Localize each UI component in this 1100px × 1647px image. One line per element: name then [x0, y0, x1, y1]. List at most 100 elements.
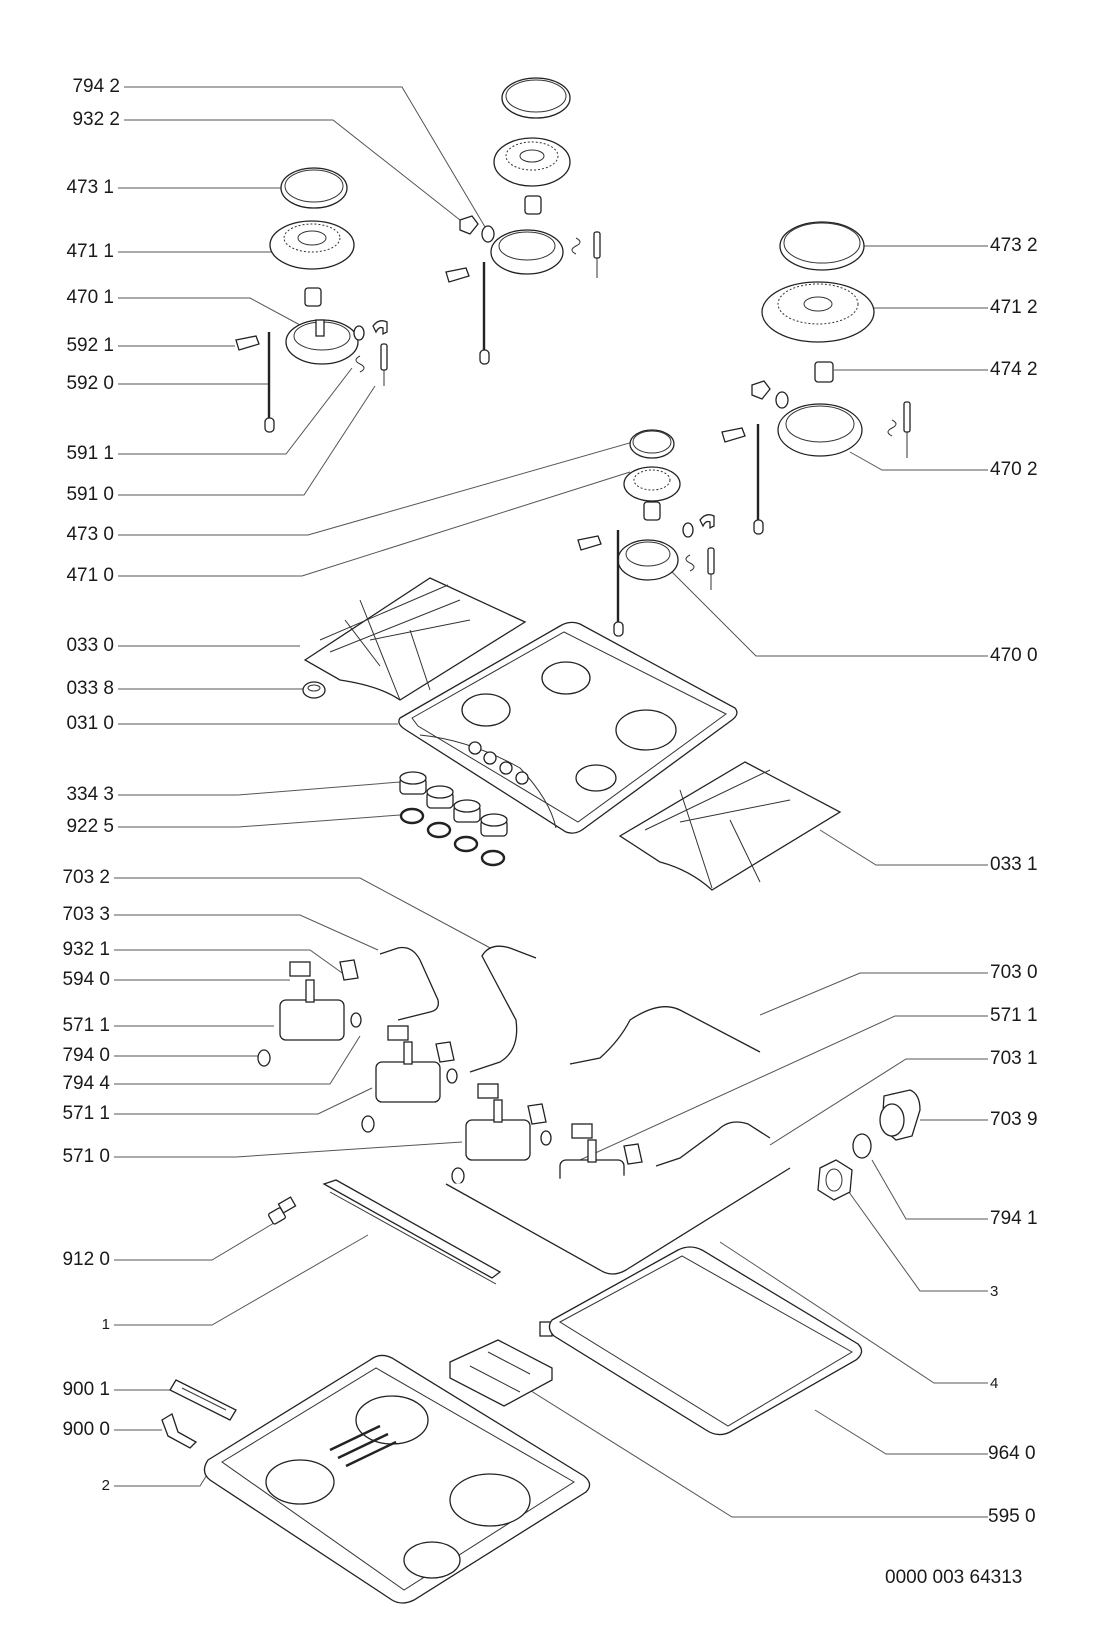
label-912-0: 912 0: [62, 1249, 110, 1270]
leader-lines: [114, 86, 988, 1518]
leader-470-0: [659, 559, 988, 657]
seal-964-0: [548, 1246, 863, 1436]
burner-cap-473-1: [280, 167, 348, 209]
leader-473-0: [118, 439, 641, 536]
nut-3: [817, 1159, 853, 1201]
leader-471-0: [118, 471, 631, 577]
leader-932-2: [124, 119, 461, 221]
label-900-1: 900 1: [62, 1379, 110, 1400]
leader-703-2: [114, 877, 495, 951]
label-703-0: 703 0: [990, 962, 1038, 983]
label-703-1: 703 1: [990, 1048, 1038, 1069]
label-471-2: 471 2: [990, 297, 1038, 318]
leader-470-1: [118, 297, 301, 326]
burner-head-471-2: [761, 281, 875, 343]
leader-595-0: [519, 1383, 988, 1518]
label-4: 4: [990, 1375, 999, 1392]
knob-hole-2: [483, 751, 497, 765]
burner-base-top: [490, 229, 564, 275]
base-tray-2: [203, 1354, 591, 1604]
label-595-0: 595 0: [988, 1506, 1036, 1527]
label-473-0: 473 0: [66, 524, 114, 545]
label-033-1: 033 1: [990, 854, 1038, 875]
leader-932-1: [114, 949, 346, 976]
label-932-1: 932 1: [62, 939, 110, 960]
burner-assembly-0: [577, 429, 715, 637]
leader-033-1: [819, 829, 988, 866]
clip-592-1: [235, 335, 260, 351]
pan-support-033-1: [618, 761, 842, 891]
label-471-1: 471 1: [66, 241, 114, 262]
tray-burner-pocket-1: [265, 1459, 335, 1505]
ignition-plug-591-0: [380, 343, 388, 371]
label-473-2: 473 2: [990, 235, 1038, 256]
label-571-1a: 571 1: [62, 1015, 110, 1036]
label-571-1b: 571 1: [62, 1103, 110, 1124]
burner-assembly-3: [445, 77, 601, 365]
burner-cap-top: [501, 77, 571, 119]
injector-474-0: [643, 501, 661, 521]
leader-703-1: [769, 1058, 988, 1146]
oring-burner-2: [775, 391, 789, 409]
ignition-module-595-0: [449, 1321, 553, 1407]
leader-4: [719, 1241, 988, 1384]
clip-burner-1: [372, 320, 388, 336]
spring-burner-2: [887, 419, 897, 437]
hob-burner-hole-3: [615, 709, 677, 751]
rubber-foot-033-8: [302, 681, 326, 699]
knob-hole-1: [468, 741, 482, 755]
leader-3: [845, 1187, 988, 1292]
pipe-703-3: [379, 946, 439, 1021]
label-794-4: 794 4: [62, 1073, 110, 1094]
gas-pipes: [379, 945, 791, 1275]
label-794-0: 794 0: [62, 1045, 110, 1066]
tray-burner-pocket-4: [403, 1541, 461, 1579]
label-964-0: 964 0: [988, 1443, 1036, 1464]
label-033-8: 033 8: [66, 678, 114, 699]
leader-703-3: [114, 914, 379, 951]
gas-tap-571-1-upper: [257, 959, 362, 1067]
label-3: 3: [990, 1283, 999, 1300]
leader-1: [114, 1234, 369, 1326]
hob-burner-hole-2: [541, 661, 591, 695]
label-703-3: 703 3: [62, 904, 110, 925]
label-1: 1: [101, 1316, 110, 1333]
burner-head-471-0: [623, 466, 681, 502]
tray-burner-pocket-3: [449, 1473, 531, 1527]
screw-912-0: [268, 1196, 297, 1225]
label-031-0: 031 0: [66, 713, 114, 734]
burner-cap-473-2: [779, 221, 865, 271]
label-703-9: 703 9: [990, 1109, 1038, 1130]
leader-964-0: [814, 1409, 988, 1455]
injector-474-1: [304, 287, 322, 307]
leader-571-0: [114, 1141, 463, 1158]
injector-top: [524, 195, 542, 215]
hob-burner-hole-4: [575, 764, 617, 792]
label-2: 2: [101, 1477, 110, 1494]
pipe-703-1: [655, 1121, 771, 1167]
knob-bezels-922-5: [399, 807, 506, 867]
knob-hole-3: [499, 761, 513, 775]
leader-2: [114, 1469, 211, 1487]
leader-794-4: [114, 1035, 361, 1085]
leader-571-1b: [114, 1087, 373, 1115]
label-591-0: 591 0: [66, 484, 114, 505]
label-594-0: 594 0: [62, 969, 110, 990]
leader-794-1: [871, 1159, 988, 1220]
label-932-2: 932 2: [72, 109, 120, 130]
spring-591-1: [355, 355, 365, 373]
hob-burner-hole-1: [461, 693, 511, 727]
leader-794-2: [124, 86, 489, 233]
document-number: 0000 003 64313: [885, 1567, 1023, 1588]
leader-703-0: [759, 972, 988, 1016]
label-571-0: 571 0: [62, 1146, 110, 1167]
leader-591-0: [118, 385, 376, 496]
knob-hole-4: [515, 771, 529, 785]
label-922-5: 922 5: [66, 816, 114, 837]
label-470-1: 470 1: [66, 287, 114, 308]
label-470-0: 470 0: [990, 645, 1038, 666]
label-794-1: 794 1: [990, 1208, 1038, 1229]
label-703-2: 703 2: [62, 867, 110, 888]
oring-burner-1: [353, 325, 365, 341]
